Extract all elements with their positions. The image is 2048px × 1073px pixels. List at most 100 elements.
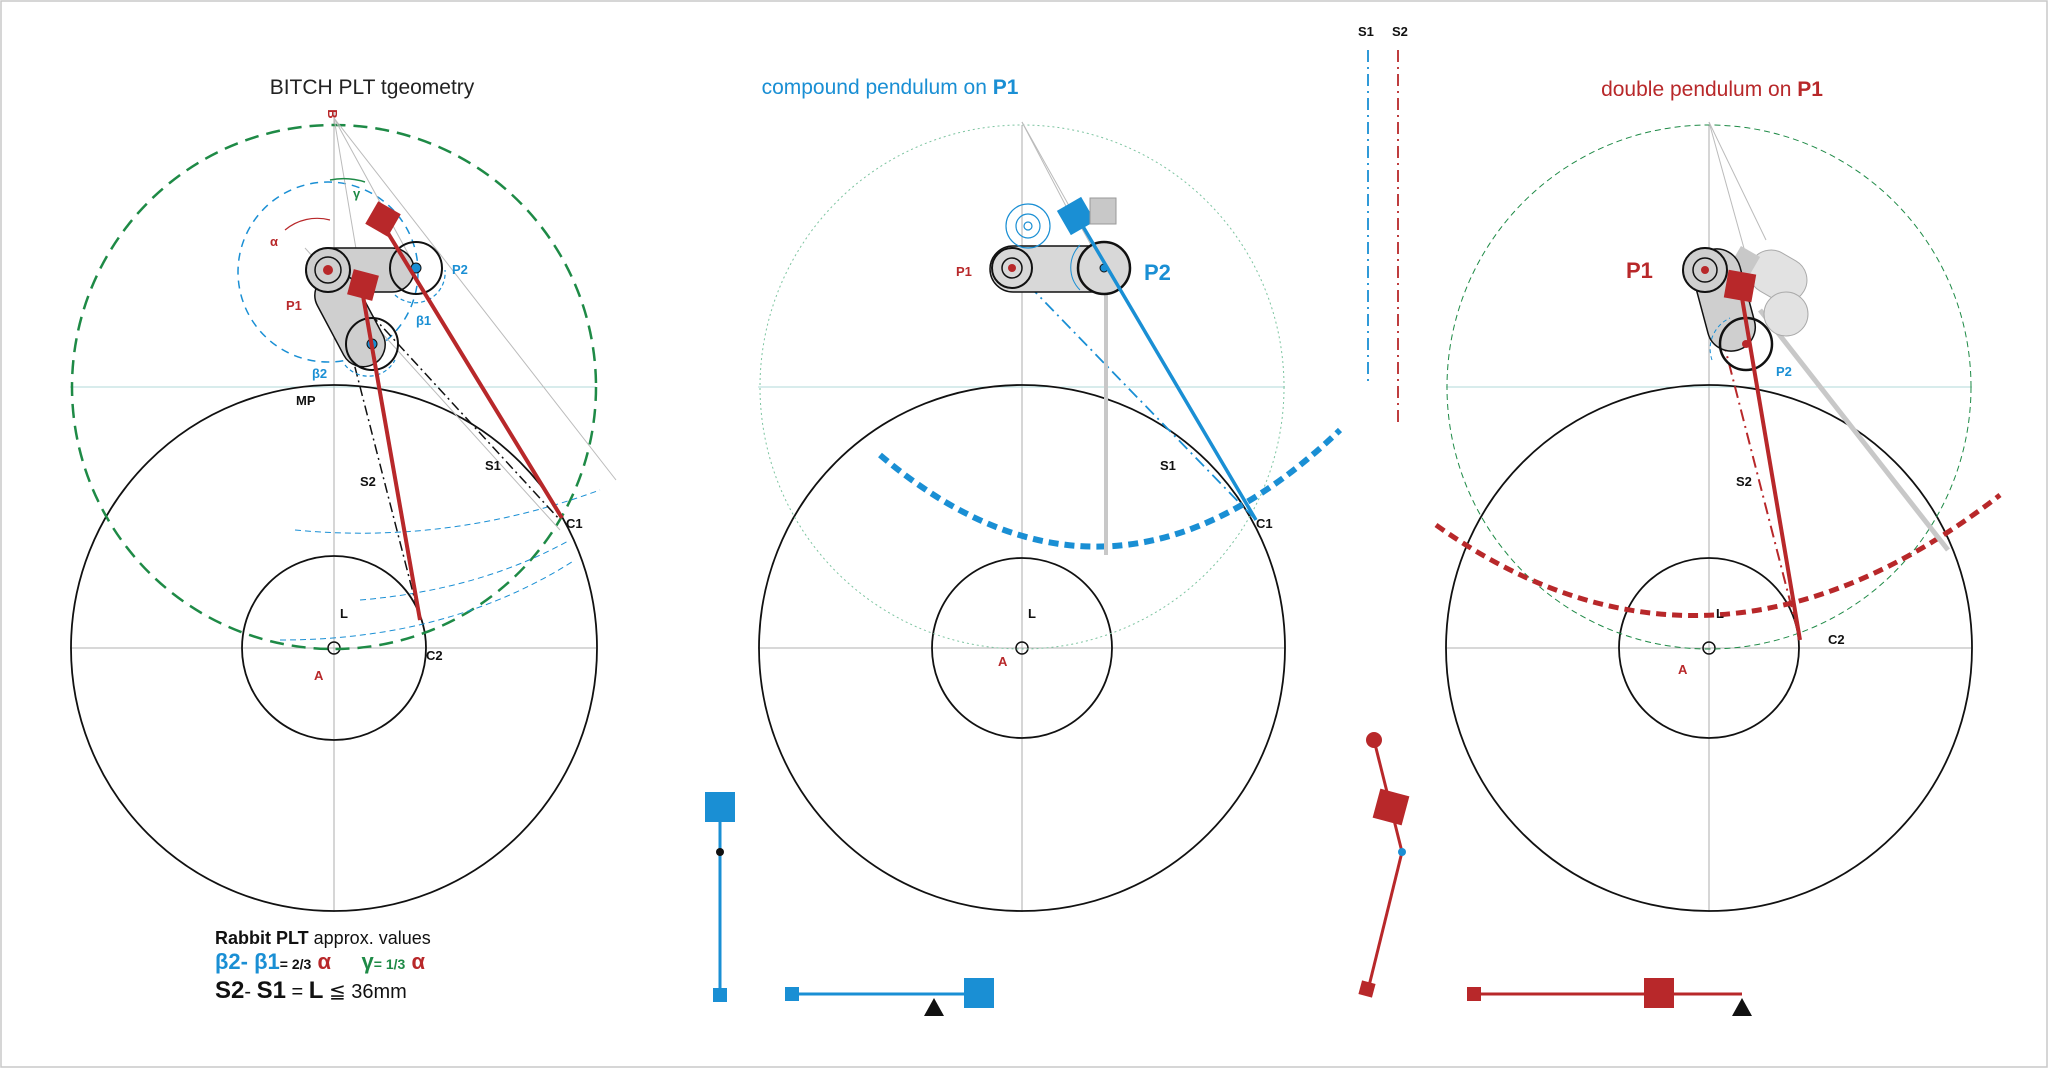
formula-line-2: β2- β1= 2/3 α γ= 1/3 α — [215, 949, 515, 975]
spindle-3 — [1702, 641, 1716, 655]
formula-eqL: = — [285, 981, 309, 1003]
arc-guide-1 — [294, 489, 601, 534]
label-C2-3: C2 — [1828, 632, 1845, 647]
label-alpha: α — [270, 234, 278, 249]
s1-line — [329, 269, 561, 521]
label-beta2: β2 — [312, 366, 327, 381]
arc-guide-2 — [279, 559, 576, 641]
formula-block: Rabbit PLT approx. values β2- β1= 2/3 α … — [215, 928, 515, 1005]
construction-line-1 — [333, 117, 617, 481]
counterweight-red-3 — [1723, 269, 1757, 303]
formula-alpha-2: α — [411, 949, 425, 974]
formula-rabbit-plt: Rabbit PLT — [215, 928, 309, 948]
legend-s1-label: S1 — [1358, 24, 1374, 39]
pivot-radius-circle — [70, 123, 598, 651]
label-S2-1: S2 — [360, 474, 376, 489]
label-A-2: A — [998, 654, 1008, 669]
formula-line-3: S2- S1 = L ≦ 36mm — [215, 977, 515, 1005]
icon-blue-balance-beam — [785, 978, 994, 1016]
tonearm-red-1 — [378, 218, 564, 520]
tonearm-red-2 — [360, 289, 422, 621]
panel3-title-bold: P1 — [1797, 78, 1823, 101]
s1-line-blue — [1011, 267, 1257, 521]
label-P2-3: P2 — [1776, 364, 1792, 379]
pivot-p1-2-ring — [1001, 257, 1023, 279]
arc-trace-blue — [878, 427, 1343, 550]
panel2-title-bold: P1 — [993, 76, 1019, 99]
blue-ring-outer — [1005, 203, 1051, 249]
counterweight-red-1 — [365, 201, 401, 237]
icon-red-balance-beam — [1467, 978, 1752, 1016]
pivot-p1-ring — [314, 256, 342, 284]
pivot-p1-3-ring — [1692, 257, 1718, 283]
tonearm-blue — [1076, 217, 1258, 521]
panel-bitch-geometry: BITCH PLT tgeometry — [70, 76, 617, 912]
label-B: B — [325, 109, 340, 118]
label-L-3: L — [1716, 606, 1724, 621]
formula-eq13: = 1/3 — [373, 956, 406, 972]
panel3-title-prefix: double pendulum on — [1601, 78, 1797, 101]
construction-line-5 — [1021, 121, 1105, 269]
label-circle-2 — [931, 557, 1113, 739]
panel-compound-pendulum: compound pendulum on P1 P1 — [758, 76, 1343, 912]
icon-red-double-pendulum — [1358, 732, 1410, 998]
grey-pivot-3 — [1763, 291, 1809, 337]
formula-approx: approx. values — [308, 928, 431, 948]
platter-circle-3 — [1445, 384, 1973, 912]
blue-arc-3 — [1709, 317, 1731, 361]
formula-beta2: β2 — [215, 949, 241, 974]
label-P1-2: P1 — [956, 264, 972, 279]
label-P2-1: P2 — [452, 262, 468, 277]
platter-circle-2 — [758, 384, 1286, 912]
label-C1-1: C1 — [566, 516, 583, 531]
panel-double-pendulum: double pendulum on P1 P1 — [1434, 78, 2002, 912]
label-L-2: L — [1028, 606, 1036, 621]
panel2-title-prefix: compound pendulum on — [762, 76, 993, 99]
label-C1-2: C1 — [1256, 516, 1273, 531]
label-beta1: β1 — [416, 313, 431, 328]
blue-ring-inner — [1015, 213, 1041, 239]
platter-circle-1 — [70, 384, 598, 912]
pivot-p2-1 — [389, 241, 443, 295]
blue-ring-dot — [1023, 221, 1033, 231]
label-circle-3 — [1618, 557, 1800, 739]
construction-line-7 — [1708, 121, 1751, 271]
formula-gamma: γ — [361, 949, 374, 974]
pivot-p2b-1 — [345, 317, 399, 371]
label-P1-3: P1 — [1626, 258, 1653, 283]
label-L-1: L — [340, 606, 348, 621]
legend-lines: S1 S2 — [1358, 24, 1408, 425]
s2-line-red — [1704, 269, 1801, 641]
counterweight-blue — [1056, 196, 1096, 236]
construction-line-8 — [1708, 121, 1767, 241]
tonearm-red-3 — [1738, 285, 1802, 641]
label-S1-1: S1 — [485, 458, 501, 473]
label-P1-1: P1 — [286, 298, 302, 313]
formula-L: L — [308, 977, 324, 1004]
label-P2-2: P2 — [1144, 260, 1171, 285]
label-S2-3: S2 — [1736, 474, 1752, 489]
pivot-p1-dot — [323, 265, 333, 275]
alpha-arc — [284, 217, 331, 231]
pivot-radius-circle-3 — [1446, 124, 1972, 650]
pivot-p1-2-dot — [1008, 264, 1016, 272]
formula-minus: - — [244, 981, 257, 1003]
label-A-1: A — [314, 668, 324, 683]
grey-arm-3 — [1758, 308, 1950, 552]
icon-blue-vertical-pendulum — [705, 792, 735, 1002]
panel1-title: BITCH PLT tgeometry — [270, 76, 475, 99]
blue-arc-2 — [1070, 244, 1081, 291]
panel2-title: compound pendulum on P1 — [762, 76, 1019, 99]
label-S1-2: S1 — [1160, 458, 1176, 473]
formula-dash: - — [240, 949, 255, 974]
arc-trace-red — [1434, 493, 2002, 619]
counterweight-grey — [1089, 197, 1117, 225]
formula-beta1: β1 — [254, 949, 280, 974]
formula-s1: S1 — [256, 977, 286, 1004]
counterweight-red-2 — [347, 269, 379, 301]
panel3-title: double pendulum on P1 — [1601, 78, 1823, 101]
spindle-2 — [1015, 641, 1029, 655]
pivot-radius-circle-2 — [759, 124, 1285, 650]
